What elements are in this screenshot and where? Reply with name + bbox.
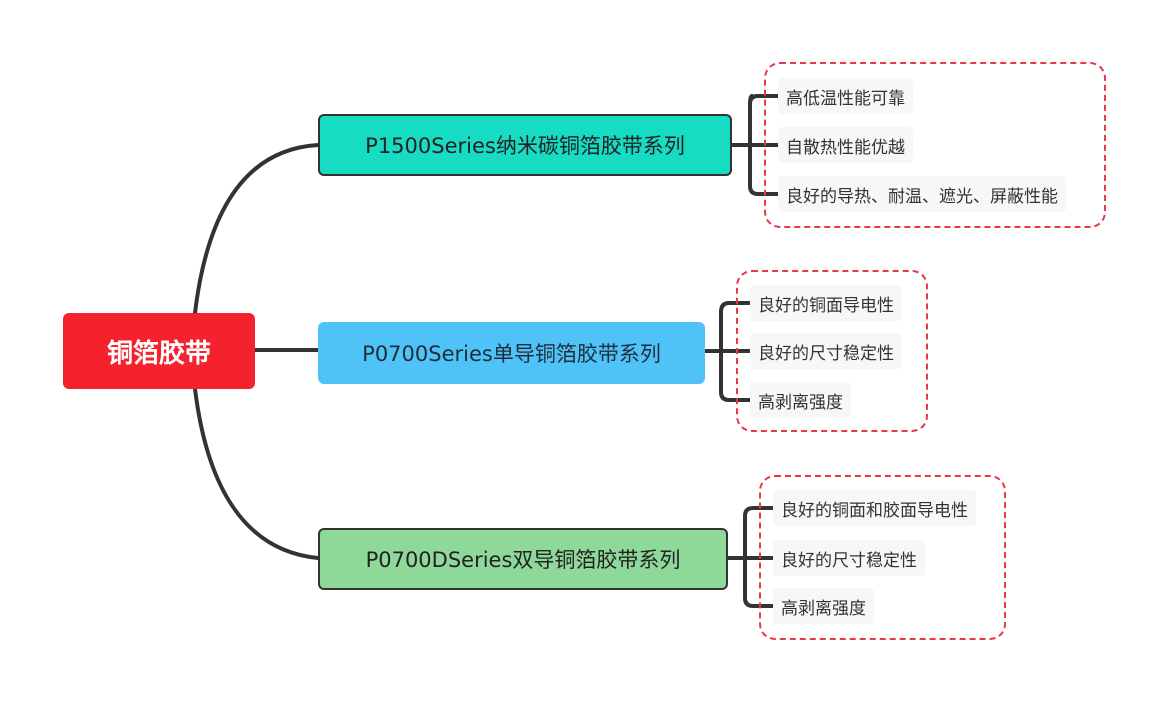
leaf-label: 良好的尺寸稳定性 [758,343,894,364]
leaf-node[interactable]: 良好的尺寸稳定性 [773,540,925,576]
link-branch-3-bracket [726,506,775,608]
leaf-node[interactable]: 高剥离强度 [773,588,874,624]
leaf-label: 高剥离强度 [781,598,866,619]
branch-label: P0700DSeries双导铜箔胶带系列 [365,548,681,572]
branch-node-p0700[interactable]: P0700Series单导铜箔胶带系列 [318,322,705,384]
leaf-node[interactable]: 良好的铜面和胶面导电性 [773,490,976,526]
leaf-label: 良好的铜面和胶面导电性 [781,500,968,521]
leaf-group-p0700 [736,270,928,432]
branch-label: P1500Series纳米碳铜箔胶带系列 [365,134,685,158]
link-branch-1-bracket [730,94,780,196]
leaf-label: 良好的尺寸稳定性 [781,550,917,571]
leaf-node[interactable]: 自散热性能优越 [778,127,913,163]
branch-node-p0700d[interactable]: P0700DSeries双导铜箔胶带系列 [318,528,728,590]
link-root-branch-3 [193,387,320,560]
leaf-node[interactable]: 良好的铜面导电性 [750,285,902,321]
leaf-label: 良好的铜面导电性 [758,295,894,316]
leaf-node[interactable]: 高低温性能可靠 [778,78,913,114]
leaf-group-p1500 [764,62,1106,228]
leaf-label: 良好的导热、耐温、遮光、屏蔽性能 [786,186,1058,207]
link-root-branch-1 [193,143,320,315]
leaf-group-p0700d [759,475,1006,640]
leaf-node[interactable]: 良好的导热、耐温、遮光、屏蔽性能 [778,176,1066,212]
leaf-label: 高低温性能可靠 [786,88,905,109]
root-node[interactable]: 铜箔胶带 [63,313,255,389]
root-label: 铜箔胶带 [106,338,211,369]
leaf-label: 高剥离强度 [758,392,843,413]
leaf-label: 自散热性能优越 [786,137,905,158]
link-branch-2-bracket [703,301,752,402]
branch-node-p1500[interactable]: P1500Series纳米碳铜箔胶带系列 [318,114,732,176]
leaf-node[interactable]: 良好的尺寸稳定性 [750,333,902,369]
branch-label: P0700Series单导铜箔胶带系列 [362,342,661,366]
leaf-node[interactable]: 高剥离强度 [750,382,851,418]
